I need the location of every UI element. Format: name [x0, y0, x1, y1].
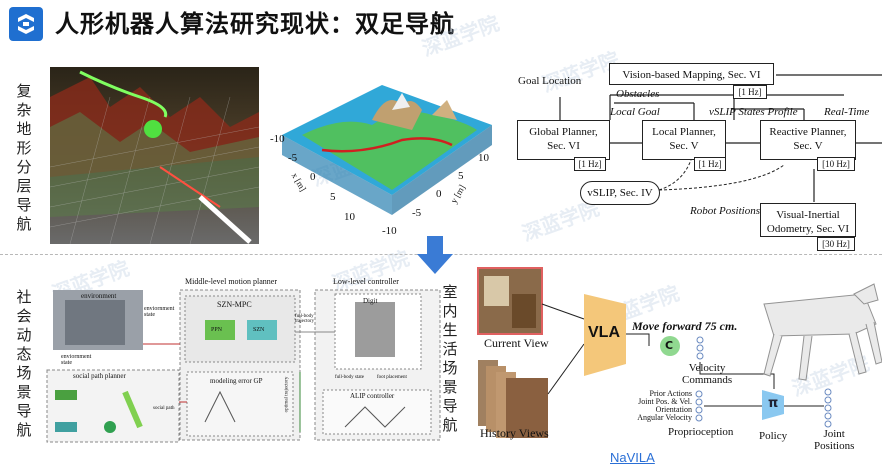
digit-label: Digit	[363, 297, 377, 305]
down-arrow-icon	[415, 236, 455, 276]
history-views-label: History Views	[480, 426, 549, 441]
low-controller-title: Low-level controller	[333, 277, 399, 286]
social-path-planner-label: social path planner	[73, 372, 126, 380]
local-planner-box: Local Planner,Sec. V	[642, 120, 726, 160]
social-nav-diagram: Middle-level motion planner Low-level co…	[45, 272, 445, 447]
current-view-label: Current View	[484, 336, 549, 351]
navila-diagram: Current View History Views VLA Move forw…	[474, 264, 882, 450]
y-tick: -5	[412, 207, 421, 219]
global-planner-box: Global Planner,Sec. VI	[517, 120, 610, 160]
pi-node-label: π	[768, 396, 778, 411]
local-rate-tag: [1 Hz]	[694, 157, 726, 171]
policy-label: Policy	[759, 430, 787, 442]
y-tick: -10	[382, 225, 397, 237]
y-tick: 0	[436, 188, 442, 200]
full-body-traj-label: full-body trajectory	[295, 314, 329, 324]
vio-rate-tag: [30 Hz]	[817, 237, 855, 251]
vslip-box: vSLIP, Sec. IV	[580, 181, 660, 205]
szn-label: SZN	[253, 327, 264, 333]
optimal-trajectory-label: optimal trajectory	[284, 377, 289, 413]
vision-rate-tag: [1 Hz]	[733, 85, 767, 99]
reactive-rate-tag: [10 Hz]	[817, 157, 855, 171]
x-tick: 5	[330, 191, 336, 203]
szn-mpc-label: SZN-MPC	[217, 300, 252, 309]
terrain-render-image	[50, 67, 259, 244]
alip-label: ALIP controller	[350, 392, 394, 400]
robot-logo-icon	[9, 7, 43, 41]
vision-mapping-box: Vision-based Mapping, Sec. VI	[609, 63, 774, 85]
reactive-planner-box: Reactive Planner,Sec. V	[760, 120, 856, 160]
social-path-label: social path	[153, 406, 177, 411]
global-rate-tag: [1 Hz]	[574, 157, 606, 171]
section-label-terrain: 复杂地形分层导航	[14, 82, 34, 234]
env-state-label: enviornment state	[144, 306, 180, 318]
x-tick: 0	[310, 171, 316, 183]
x-tick: -10	[270, 133, 285, 145]
section-label-social: 社会动态场景导航	[14, 288, 34, 440]
full-body-state-label: full-body state	[335, 375, 365, 380]
navila-link[interactable]: NaVILA	[610, 450, 655, 465]
planner-block-diagram: Goal Location Vision-based Mapping, Sec.…	[514, 57, 882, 255]
ppn-label: PPN	[211, 327, 222, 333]
middle-planner-title: Middle-level motion planner	[185, 277, 277, 286]
y-tick: 10	[478, 152, 489, 164]
local-goal-label: Local Goal	[610, 106, 660, 118]
terrain-3d-plot: -10 -5 0 5 10 x [m] -10 -5 0 5 10 y [m]	[262, 65, 512, 250]
robot-positions-label: Robot Positions	[690, 205, 760, 217]
x-tick: 10	[344, 211, 355, 223]
foot-placement-label: foot placement	[377, 375, 407, 380]
real-time-label: Real-Time	[824, 106, 869, 118]
goal-location-label: Goal Location	[518, 75, 581, 87]
vla-label: VLA	[588, 324, 620, 342]
c-node-label: C	[665, 339, 673, 352]
command-text: Move forward 75 cm.	[632, 319, 737, 334]
y-tick: 5	[458, 170, 464, 182]
modeling-error-label: modeling error GP	[210, 377, 263, 385]
environment-label: environment	[81, 292, 116, 300]
x-tick: -5	[288, 152, 297, 164]
env-state-label-2: enviornment state	[61, 354, 101, 366]
vslip-profile-label: vSLIP States Profile	[709, 106, 798, 118]
obstacles-label: Obstacles	[616, 88, 659, 100]
angular-velocity-label: Angular Velocity	[602, 413, 692, 422]
page-title: 人形机器人算法研究现状：双足导航	[55, 4, 455, 39]
proprioception-label: Proprioception	[668, 426, 733, 438]
